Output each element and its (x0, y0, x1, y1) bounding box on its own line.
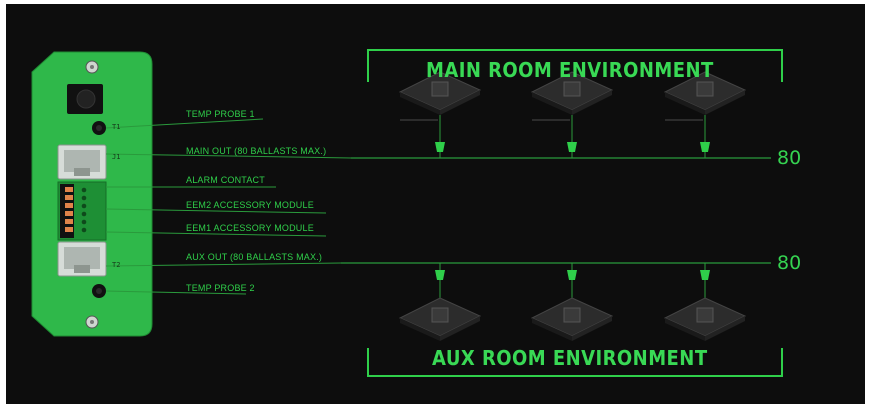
main-connector-3 (700, 142, 710, 152)
label-main-out: MAIN OUT (80 BALLASTS MAX.) (186, 146, 327, 156)
label-eem2: EEM2 ACCESSORY MODULE (186, 200, 314, 210)
label-eem1: EEM1 ACCESSORY MODULE (186, 223, 314, 233)
main-room-title: MAIN ROOM ENVIRONMENT (426, 58, 714, 82)
main-connector-1 (435, 142, 445, 152)
label-temp-probe-1: TEMP PROBE 1 (186, 109, 255, 119)
label-temp-probe-2: TEMP PROBE 2 (186, 283, 255, 293)
aux-ballast-1 (398, 297, 482, 341)
aux-room-title: AUX ROOM ENVIRONMENT (432, 346, 708, 370)
aux-connector-2 (567, 270, 577, 280)
port-mark-t1: T1 (112, 123, 121, 131)
port-mark-t2: T2 (112, 261, 121, 269)
wiring-diagram: T1 J1 T2 TEMP PROBE 1 MAIN OUT (80 BALLA… (6, 4, 865, 404)
main-ballast-2 (530, 71, 614, 121)
main-ballast-count: 80 (777, 147, 802, 169)
aux-ballast-count: 80 (777, 252, 802, 274)
aux-connector-3 (700, 270, 710, 280)
aux-ballast-3 (663, 297, 747, 341)
main-ballast-1 (398, 71, 482, 121)
main-ballast-3 (663, 71, 747, 121)
aux-ballast-2 (530, 297, 614, 341)
main-room-bracket (367, 49, 783, 82)
aux-room-bracket (367, 348, 783, 377)
port-mark-j1: J1 (112, 153, 121, 161)
label-alarm-contact: ALARM CONTACT (186, 175, 265, 185)
diagram-canvas (31, 49, 783, 377)
main-connector-2 (567, 142, 577, 152)
aux-connector-1 (435, 270, 445, 280)
label-aux-out: AUX OUT (80 BALLASTS MAX.) (186, 252, 323, 262)
